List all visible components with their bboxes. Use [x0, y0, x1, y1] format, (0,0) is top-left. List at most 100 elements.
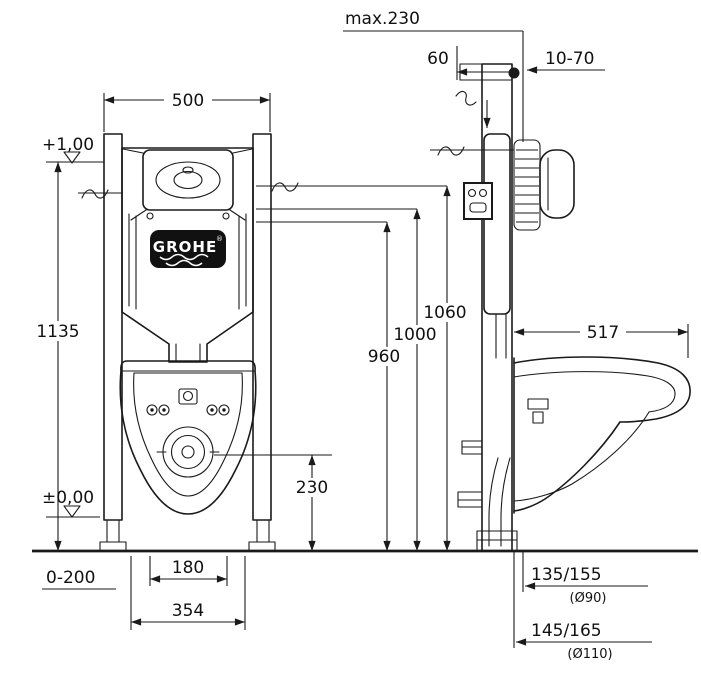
foot-plate-side	[476, 530, 518, 552]
label-bg	[580, 322, 626, 341]
foot-plate-left	[99, 541, 127, 552]
frame-rail-side	[481, 63, 513, 552]
dim-label-145-165: 145/165	[531, 621, 602, 641]
foot-plate-right	[248, 541, 276, 552]
foot-stem-right	[256, 519, 270, 543]
mounting-hole-dot	[162, 408, 166, 412]
inlet-box	[178, 388, 198, 405]
dim-bolt-spacing-180: 180	[149, 556, 228, 586]
dim-outlet-a: 135/155 (Ø90)	[525, 565, 648, 606]
mounting-hole	[218, 404, 230, 416]
screw-icon	[222, 212, 230, 220]
dim-height-960: 960	[362, 222, 406, 551]
registered-mark: ®	[216, 235, 223, 243]
label-bg	[362, 347, 406, 366]
plate-corner-line	[122, 148, 144, 154]
mounting-hole	[206, 404, 218, 416]
dim-height-1000: 1000	[390, 209, 440, 551]
dim-top-offset-60: 60	[427, 46, 508, 80]
break-symbol-icon	[81, 189, 109, 199]
cistern-outline	[121, 147, 254, 363]
mounting-hole-dot	[210, 408, 214, 412]
level-label-floor: ±0,00	[42, 488, 94, 508]
dim-label-1060: 1060	[423, 303, 466, 323]
outlet-pipe-line	[500, 457, 511, 547]
outlet-pipe-line	[488, 457, 499, 547]
dim-label-d110: (Ø110)	[567, 647, 612, 662]
plate-frame	[513, 139, 541, 231]
front-view: GROHE ®	[99, 133, 276, 552]
dim-label-d90: (Ø90)	[570, 591, 607, 606]
dim-width-500: 500	[103, 90, 271, 132]
dim-label-960: 960	[368, 347, 400, 367]
flush-button-detail	[182, 166, 194, 174]
level-mark-top: +1,00	[42, 135, 94, 164]
flush-plate	[142, 149, 234, 211]
inlet-hole	[182, 390, 194, 402]
hinge-detail	[527, 398, 549, 410]
level-symbol-icon	[63, 505, 81, 518]
break-symbol-icon	[437, 146, 465, 156]
label-bg	[35, 321, 81, 341]
service-box-hole	[467, 188, 477, 198]
dim-outlet-b: 145/165 (Ø110)	[516, 621, 652, 662]
hinge-detail	[532, 411, 544, 424]
logo-text: GROHE	[153, 238, 217, 256]
push-plate	[539, 149, 575, 219]
break-symbol-icon	[271, 182, 299, 192]
bowl-side-top	[513, 356, 691, 423]
dim-label-10-70: 10-70	[545, 49, 594, 69]
dim-height-1135: 1135	[35, 161, 104, 551]
cistern-diagonal	[229, 209, 246, 221]
label-bg	[290, 478, 334, 497]
outlet-flange-mid	[170, 434, 206, 470]
dim-label-517: 517	[587, 323, 619, 343]
dim-outer-spacing-354: 354	[130, 556, 246, 630]
dim-label-500: 500	[172, 91, 204, 111]
mounting-hole-dot	[150, 408, 154, 412]
bowl-outline	[119, 360, 257, 515]
dim-height-1060: 1060	[420, 186, 470, 551]
dim-label-max230: max.230	[345, 9, 420, 29]
flush-button	[173, 170, 203, 190]
actuator-plate-side	[513, 139, 575, 231]
side-view	[430, 31, 691, 552]
bowl-side-seat-line	[513, 371, 676, 413]
dim-outlet-height-230: 230	[214, 454, 334, 551]
dim-max-depth: max.230	[343, 9, 523, 32]
grohe-logo: GROHE ®	[150, 230, 226, 268]
label-bg	[164, 90, 212, 110]
level-mark-floor: ±0,00	[42, 488, 100, 518]
dim-label-180: 180	[172, 558, 204, 578]
mounting-hole	[158, 404, 170, 416]
service-box-slot	[469, 202, 487, 213]
cable-break-icon	[455, 90, 477, 106]
side-dimensions: max.230 60 10-70 517 135/155 (Ø90)	[343, 9, 689, 662]
dim-label-354: 354	[172, 601, 204, 621]
logo-wave-icon	[165, 259, 203, 267]
level-symbol-icon	[63, 151, 81, 164]
plate-corner-line	[232, 148, 253, 154]
reference-dot	[508, 67, 520, 79]
dim-label-135-155: 135/155	[531, 565, 602, 585]
outlet-flange-outer	[162, 426, 214, 478]
mounting-hole	[146, 404, 158, 416]
dim-label-230: 230	[296, 478, 328, 498]
dim-label-0-200: 0-200	[46, 568, 95, 588]
cistern-side	[483, 133, 511, 315]
dim-bowl-depth-517: 517	[514, 322, 689, 358]
service-box	[463, 182, 493, 220]
foot-stem-left	[106, 519, 120, 543]
front-dimensions: 500 1135 +1,00 ±0,00 960	[35, 90, 470, 630]
bowl-side-underside	[513, 421, 621, 512]
dim-label-1135: 1135	[36, 322, 79, 342]
dim-foot-adjust: 0-200	[42, 568, 116, 590]
service-box-hole	[478, 188, 488, 198]
level-label-top: +1,00	[42, 135, 94, 155]
bowl-side-inner	[513, 411, 650, 502]
dim-plate-range: 10-70	[527, 49, 605, 74]
mounting-hole-dot	[222, 408, 226, 412]
dim-label-1000: 1000	[393, 325, 436, 345]
